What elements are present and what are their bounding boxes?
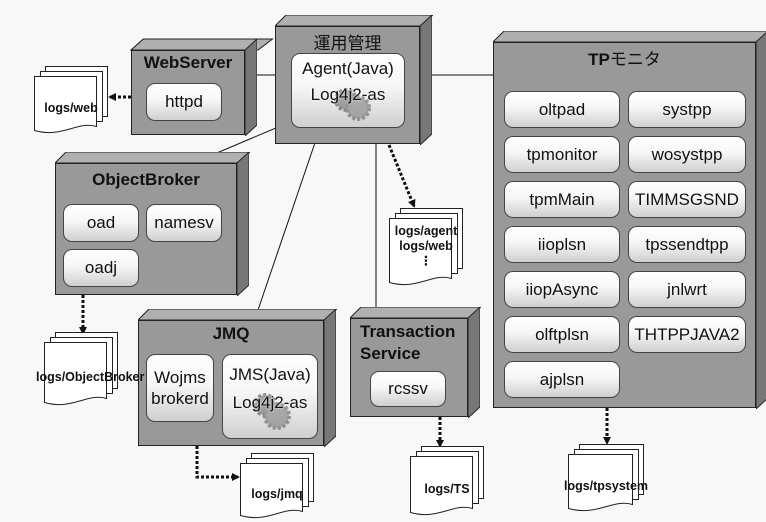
component-jms-java[interactable]: JMS(Java) Log4j2-as (222, 354, 318, 439)
title-line1: Transaction (360, 322, 456, 341)
node-side-face (324, 309, 336, 447)
log-path-line: logs/ObjectBroker (36, 370, 145, 384)
node-title: 運用管理 (313, 34, 382, 53)
log-path-label: logs/web (26, 101, 116, 116)
component-rcssv[interactable]: rcssv (370, 371, 446, 407)
component-tpssendtpp[interactable]: tpssendtpp (628, 226, 746, 263)
node-top-face (138, 309, 337, 320)
component-namesv[interactable]: namesv (146, 204, 222, 242)
log-web[interactable]: logs/web (34, 66, 108, 136)
node-side-face (468, 307, 480, 418)
log-jmq[interactable]: logs/jmq (240, 453, 314, 521)
component-ajplsn[interactable]: ajplsn (504, 361, 620, 398)
document-stack-icon (568, 444, 644, 512)
node-operations-management[interactable]: 運用管理 Agent(Java) Log4j2-as (275, 15, 433, 145)
node-side-face (237, 152, 249, 296)
component-oadj[interactable]: oadj (63, 249, 139, 287)
node-title: WebServer (143, 53, 233, 72)
node-jmq[interactable]: JMQ Wojms brokerd JMS(Java) Log4j2-as (138, 309, 337, 447)
node-title: JMQ (212, 324, 250, 343)
log-path-label: logs/tpsystem (560, 479, 652, 494)
log-path-line: logs/TS (424, 482, 470, 496)
log-path-label: logs/jmq (232, 487, 322, 502)
document-stack-icon (34, 66, 108, 134)
document-stack-icon (240, 453, 314, 519)
title-rest: モニタ (609, 50, 661, 69)
log4j2-label: Log4j2-as (232, 393, 308, 412)
log4j2-label: Log4j2-as (310, 85, 386, 104)
node-title: Transaction Service (360, 321, 467, 365)
jms-label: JMS(Java) (229, 365, 311, 384)
component-agent-java[interactable]: Agent(Java) Log4j2-as (291, 53, 405, 128)
node-title: ObjectBroker (92, 170, 200, 189)
log-objectbroker[interactable]: logs/ObjectBroker (36, 332, 144, 408)
log-path-line: logs/jmq (251, 487, 303, 501)
component-systpp[interactable]: systpp (628, 91, 746, 128)
document-stack-icon (389, 208, 463, 286)
component-oad[interactable]: oad (63, 204, 139, 242)
node-top-face (55, 152, 250, 163)
gears-icon (253, 393, 291, 430)
node-side-face (756, 32, 766, 409)
log-path-line: logs/tpsystem (563, 479, 649, 493)
broker-line1: Wojms (154, 368, 206, 387)
node-side-face (420, 15, 432, 145)
component-iioplsn[interactable]: iioplsn (504, 226, 620, 263)
component-httpd[interactable]: httpd (146, 83, 222, 121)
log-path-line: ⋮ (419, 254, 433, 268)
log-path-line: logs/web (399, 239, 453, 253)
node-top-face (275, 15, 433, 26)
log-path-label: logs/TS (402, 482, 492, 497)
node-side-face (245, 39, 257, 136)
broker-line2: brokerd (151, 389, 209, 408)
node-top-face (129, 38, 275, 51)
log-path-line: logs/web (44, 101, 98, 115)
log-ts[interactable]: logs/TS (410, 446, 484, 518)
component-tpmmain[interactable]: tpmMain (504, 181, 620, 218)
node-webserver[interactable]: WebServer httpd (129, 38, 275, 136)
node-title: TPモニタ (494, 45, 755, 70)
log-path-line: logs/agent (394, 224, 458, 238)
document-stack-icon (44, 332, 118, 406)
component-thtppjava2[interactable]: THTPPJAVA2 (628, 316, 746, 353)
component-olftplsn[interactable]: olftplsn (504, 316, 620, 353)
node-transaction-service[interactable]: Transaction Service rcssv (350, 307, 481, 418)
title-bold: TP (588, 50, 610, 69)
arrow-jmq-log (195, 446, 240, 481)
gears-icon (334, 88, 371, 121)
log-tpsystem[interactable]: logs/tpsystem (564, 444, 648, 514)
agent-label: Agent(Java) (302, 59, 394, 78)
component-tpmonitor[interactable]: tpmonitor (504, 136, 620, 173)
node-top-face (493, 31, 766, 42)
title-line2: Service (360, 344, 421, 363)
link-ops-jmq (257, 127, 321, 311)
log-path-label: logs/ObjectBroker (36, 370, 145, 385)
component-oltpad[interactable]: oltpad (504, 91, 620, 128)
node-objectbroker[interactable]: ObjectBroker oad namesv oadj (55, 152, 250, 296)
component-jnlwrt[interactable]: jnlwrt (628, 271, 746, 308)
document-stack-icon (410, 446, 484, 516)
arrow-ops-log (387, 144, 416, 208)
node-top-face (350, 307, 481, 318)
component-iiopasync[interactable]: iiopAsync (504, 271, 620, 308)
component-wojms-brokerd[interactable]: Wojms brokerd (146, 354, 214, 422)
component-wosystpp[interactable]: wosystpp (628, 136, 746, 173)
component-timmsgsnd[interactable]: TIMMSGSND (628, 181, 746, 218)
